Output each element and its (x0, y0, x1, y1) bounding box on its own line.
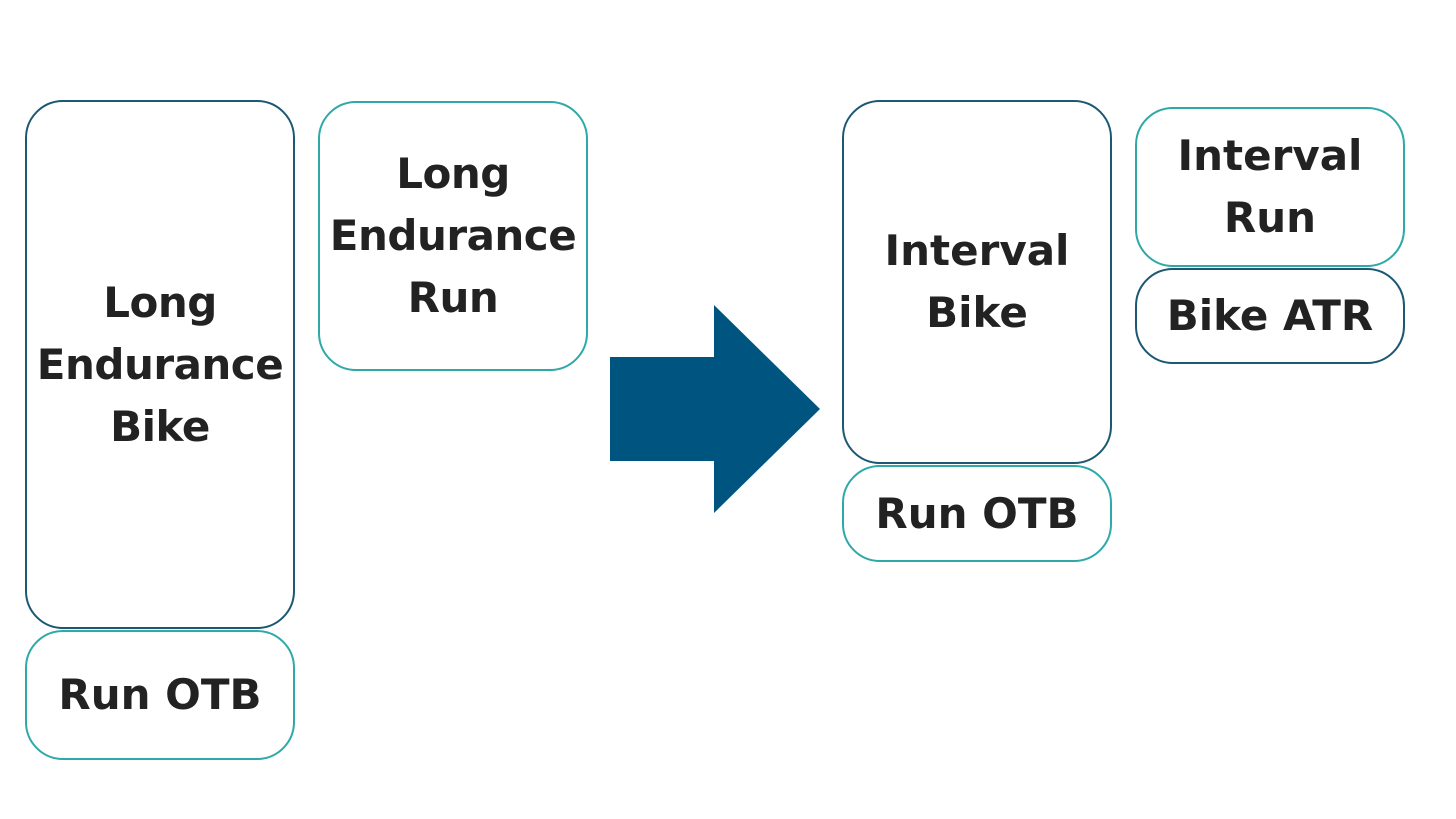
long-endurance-run-box: Long Endurance Run (318, 101, 588, 371)
run-otb-label-before: Run OTB (58, 670, 262, 719)
long-endurance-run-label: Long Endurance Run (329, 149, 577, 322)
long-endurance-bike-box: Long Endurance Bike (25, 100, 295, 629)
interval-run-label: Interval Run (1177, 131, 1363, 242)
run-otb-label-after: Run OTB (875, 488, 1079, 538)
run-otb-box-before: Run OTB (25, 630, 295, 760)
interval-bike-box: Interval Bike (842, 100, 1112, 464)
bike-atr-label: Bike ATR (1166, 291, 1374, 340)
long-endurance-bike-label: Long Endurance Bike (36, 277, 284, 451)
interval-run-box: Interval Run (1135, 107, 1405, 267)
interval-bike-label: Interval Bike (884, 226, 1070, 337)
bike-atr-box: Bike ATR (1135, 268, 1405, 364)
right-arrow-icon (610, 305, 820, 513)
run-otb-box-after: Run OTB (842, 465, 1112, 562)
